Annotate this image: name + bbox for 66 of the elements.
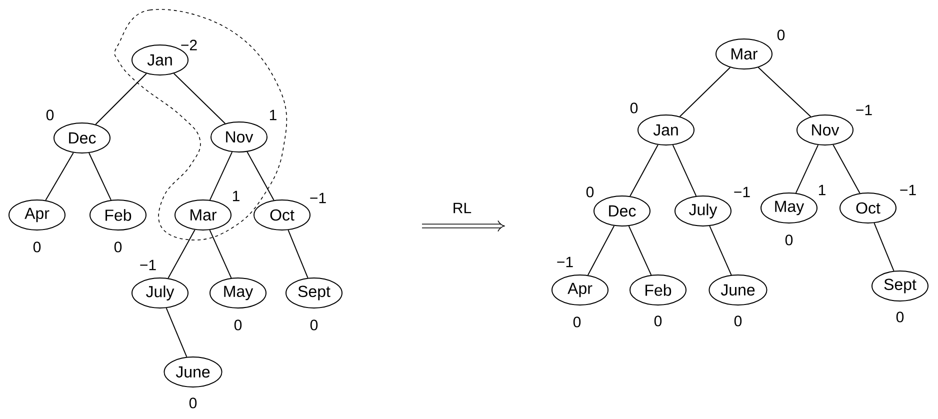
balance-factor: 1 xyxy=(270,110,276,120)
balance-factor: 0 xyxy=(896,312,904,322)
tree-edge xyxy=(95,73,147,125)
tree-edge xyxy=(679,67,731,117)
balance-factor: 0 xyxy=(46,110,54,120)
tree-node: Nov xyxy=(796,114,854,146)
tree-edge xyxy=(874,222,894,272)
tree-edge xyxy=(88,152,112,200)
balance-factor: −1 xyxy=(734,186,750,198)
tree-node: Nov xyxy=(210,122,268,152)
tree-edge xyxy=(246,151,274,201)
tree-edge xyxy=(288,230,308,278)
tree-edge xyxy=(795,144,819,194)
tree-edge xyxy=(587,225,615,276)
balance-factor: −1 xyxy=(557,256,573,268)
tree-edge xyxy=(709,226,732,276)
tree-node: Dec xyxy=(594,196,650,226)
arrow-label: RL xyxy=(454,202,472,214)
balance-factor: 0 xyxy=(189,398,197,408)
tree-edge xyxy=(672,144,697,196)
balance-factor: 0 xyxy=(586,186,594,198)
balance-factor: 1 xyxy=(818,184,826,196)
balance-factor: 0 xyxy=(654,316,662,326)
tree-node: May xyxy=(760,192,818,224)
balance-factor: 0 xyxy=(630,102,638,114)
tree-node: Oct xyxy=(254,200,310,230)
tree-node: Sept xyxy=(872,270,928,302)
tree-edge xyxy=(45,152,74,201)
balance-factor: 0 xyxy=(734,316,742,326)
tree-edge xyxy=(166,308,188,358)
tree-node: Feb xyxy=(90,200,146,230)
balance-factor: 0 xyxy=(785,234,793,246)
tree-node: May xyxy=(210,278,266,308)
tree-node: July xyxy=(132,278,188,308)
tree-node: Sept xyxy=(286,278,342,308)
tree-node: Feb xyxy=(630,274,686,306)
balance-factor: −1 xyxy=(900,184,916,196)
tree-node: Mar xyxy=(716,38,772,70)
balance-factor: 0 xyxy=(777,30,785,40)
tree-edge xyxy=(832,144,860,194)
tree-node: June xyxy=(708,274,768,306)
balance-factor: 0 xyxy=(573,316,581,328)
tree-node: Jan xyxy=(132,44,188,76)
tree-node: Apr xyxy=(552,274,608,306)
balance-factor: 0 xyxy=(234,320,242,330)
balance-factor: 0 xyxy=(310,320,318,330)
balance-factor: 0 xyxy=(33,242,41,252)
tree-edge xyxy=(173,73,226,124)
tree-edge xyxy=(758,66,812,118)
balance-factor: 1 xyxy=(232,190,240,202)
balance-factor: −1 xyxy=(310,192,326,204)
tree-node: Mar xyxy=(174,200,232,230)
tree-node: June xyxy=(164,356,222,388)
balance-factor: −1 xyxy=(856,104,872,116)
tree-edge xyxy=(168,229,196,279)
tree-node: Oct xyxy=(840,192,896,224)
tree-edge xyxy=(630,144,658,197)
tree-node: July xyxy=(674,196,732,226)
tree-edge xyxy=(628,226,652,276)
balance-factor: −1 xyxy=(140,260,156,270)
tree-node: Apr xyxy=(8,200,66,230)
tree-edge xyxy=(209,152,233,200)
tree-node: Jan xyxy=(638,114,694,146)
balance-factor: 0 xyxy=(114,242,122,252)
tree-edge xyxy=(209,230,232,278)
tree-node: Dec xyxy=(54,122,110,154)
